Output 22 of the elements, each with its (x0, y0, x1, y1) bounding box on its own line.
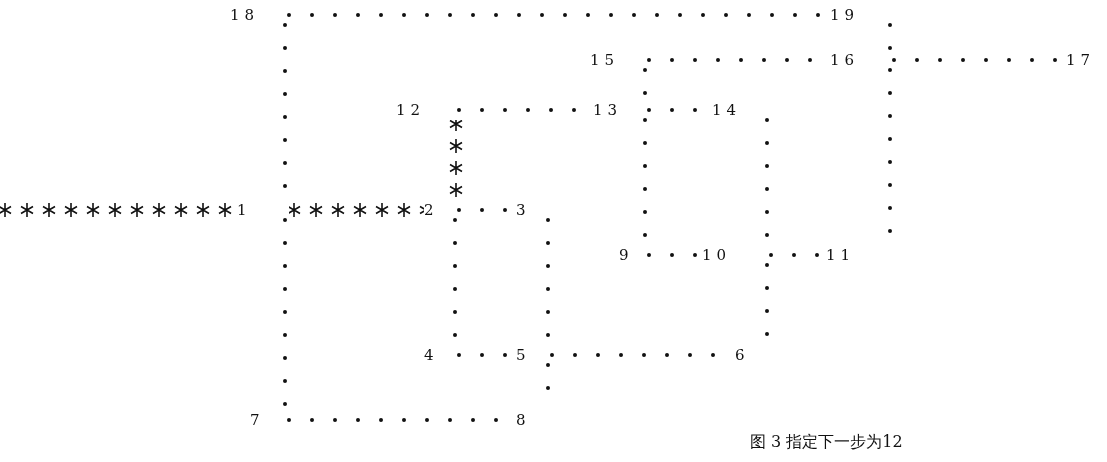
node-number: 17 (1066, 50, 1096, 70)
asterisk-path (447, 120, 463, 200)
node-number: 3 (516, 200, 552, 220)
node-number: 16 (830, 50, 894, 70)
node-number: 18 (230, 5, 289, 25)
node-number: 2 (424, 200, 459, 220)
node-number: 6 (735, 345, 771, 365)
node-number: 7 (250, 410, 289, 430)
node-number: 5 (516, 345, 552, 365)
asterisk-path (289, 202, 424, 218)
node-number: 12 (396, 100, 459, 120)
node-number: 8 (516, 410, 552, 430)
node-number: 15 (590, 50, 649, 70)
node-number: 10 (702, 245, 771, 265)
node-number: 13 (593, 100, 649, 120)
node-number: 14 (712, 100, 771, 120)
node-number: 1 (237, 200, 289, 220)
node-number: 9 (619, 245, 649, 265)
node-number: 4 (424, 345, 459, 365)
node-number: 19 (830, 5, 894, 25)
caption: 图 3 指定下一步为12 (750, 432, 903, 453)
node-number: 11 (826, 245, 894, 265)
